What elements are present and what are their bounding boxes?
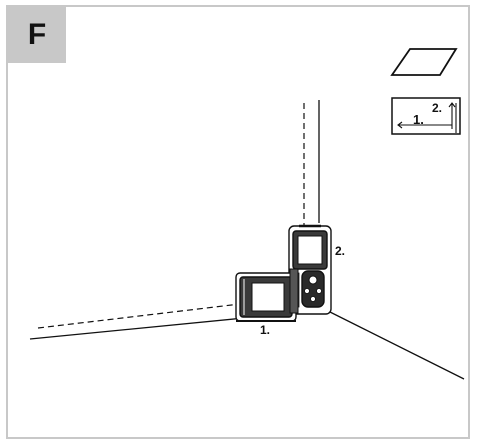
device-label-first: 1. [260,323,270,337]
laser-device-flat [235,268,299,322]
legend-second-label: 2. [432,101,442,115]
room-corner-lines [29,100,465,380]
device-label-second: 2. [335,244,345,258]
floor-edge-right [325,309,465,380]
figure-letter: F [27,18,47,51]
parallelogram-area-icon [390,48,458,76]
legend-first-label: 1. [413,112,424,127]
laser-beams [37,103,305,329]
laser-device-upright [288,224,332,315]
two-step-measurement-icon: 1. 2. [391,97,461,135]
figure-panel: F 1. 2. [6,5,470,439]
figure-letter-tab: F [8,7,66,63]
laser-beam-horizontal [37,303,241,329]
corner-measurement-illustration: 1. 2. 1. 2. [29,48,465,380]
